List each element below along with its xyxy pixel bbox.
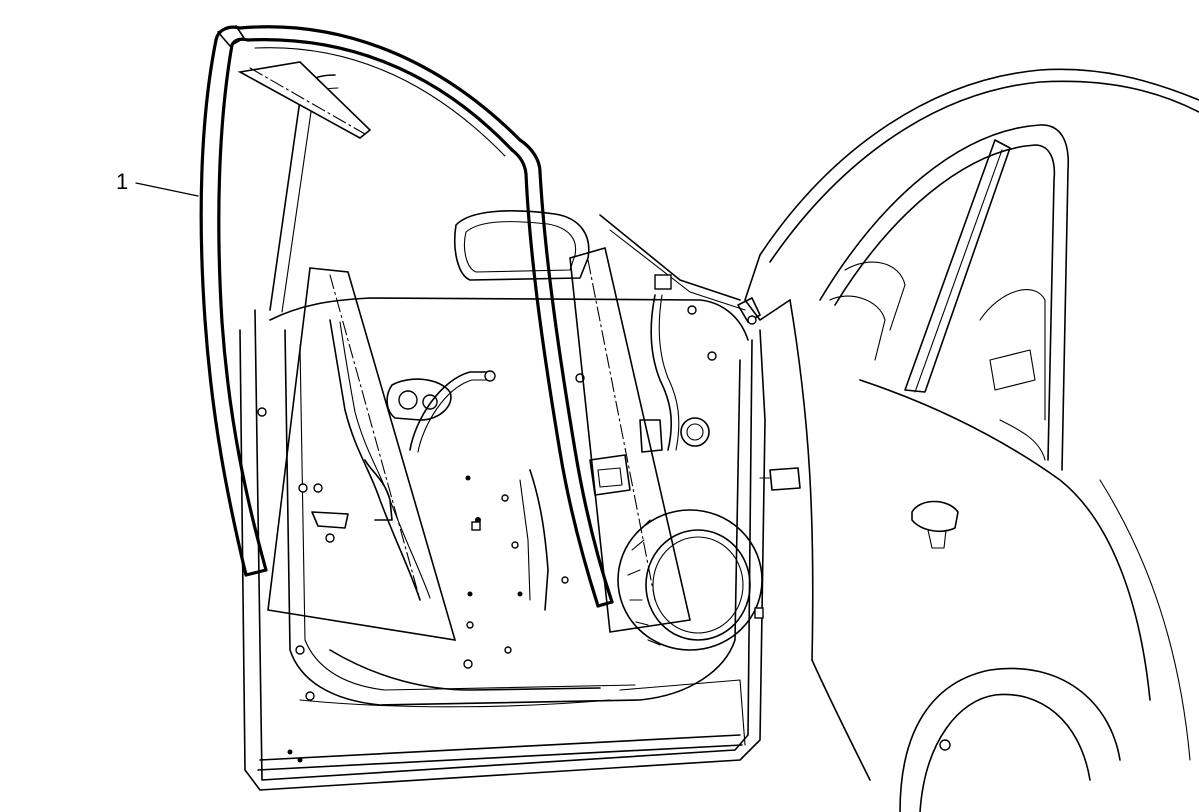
callout-leader-1: [135, 182, 199, 197]
deflector-sheets: [237, 61, 691, 641]
door-weatherstrip: [199, 25, 614, 608]
vehicle-body: [744, 68, 1199, 812]
front-door: [239, 74, 801, 791]
callout-label-1: 1: [116, 169, 129, 194]
